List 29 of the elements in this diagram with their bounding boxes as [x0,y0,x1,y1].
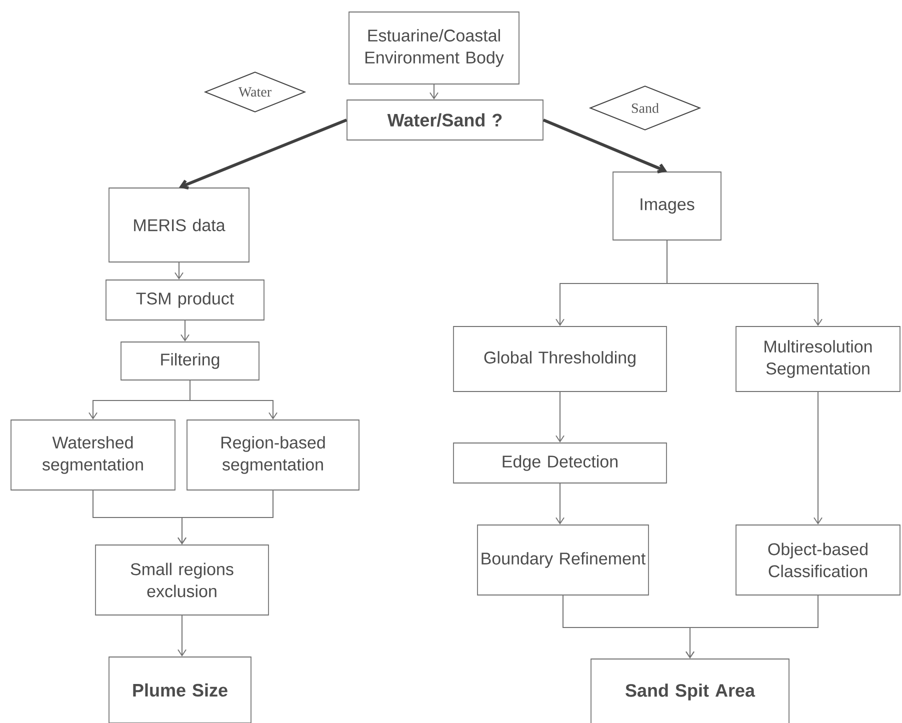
arrow [556,391,564,443]
process-box: Region-based segmentation [186,420,360,490]
process-box: Object-based Classification [736,524,900,596]
arrow [666,240,822,326]
arrow [174,262,184,280]
process-box: Boundary Refinement [477,524,649,596]
arrow [686,594,818,659]
arrow [556,482,564,525]
arrow [814,391,822,525]
arrow [190,380,278,420]
arrow [178,490,274,545]
process-box: Small regions exclusion [95,544,269,616]
process-box: Multiresolution Segmentation [736,326,900,392]
process-box: Watershed segmentation [10,420,176,490]
process-box: Global Thresholding [453,326,667,392]
arrow [179,118,348,190]
process-box: Plume Size [108,656,252,723]
process-box: Water/Sand ? [346,100,544,140]
arrow [180,320,190,342]
arrow [178,614,186,657]
process-box: TSM product [106,280,264,320]
process-box: MERIS data [108,188,250,262]
process-box: Estuarine/Coastal Environment Body [348,12,520,84]
process-box: Images [612,172,722,240]
arrow [542,118,668,174]
process-box: Sand Spit Area [590,658,790,723]
process-box: Edge Detection [453,442,667,484]
process-box: Filtering [120,342,260,380]
arrow [430,84,438,100]
